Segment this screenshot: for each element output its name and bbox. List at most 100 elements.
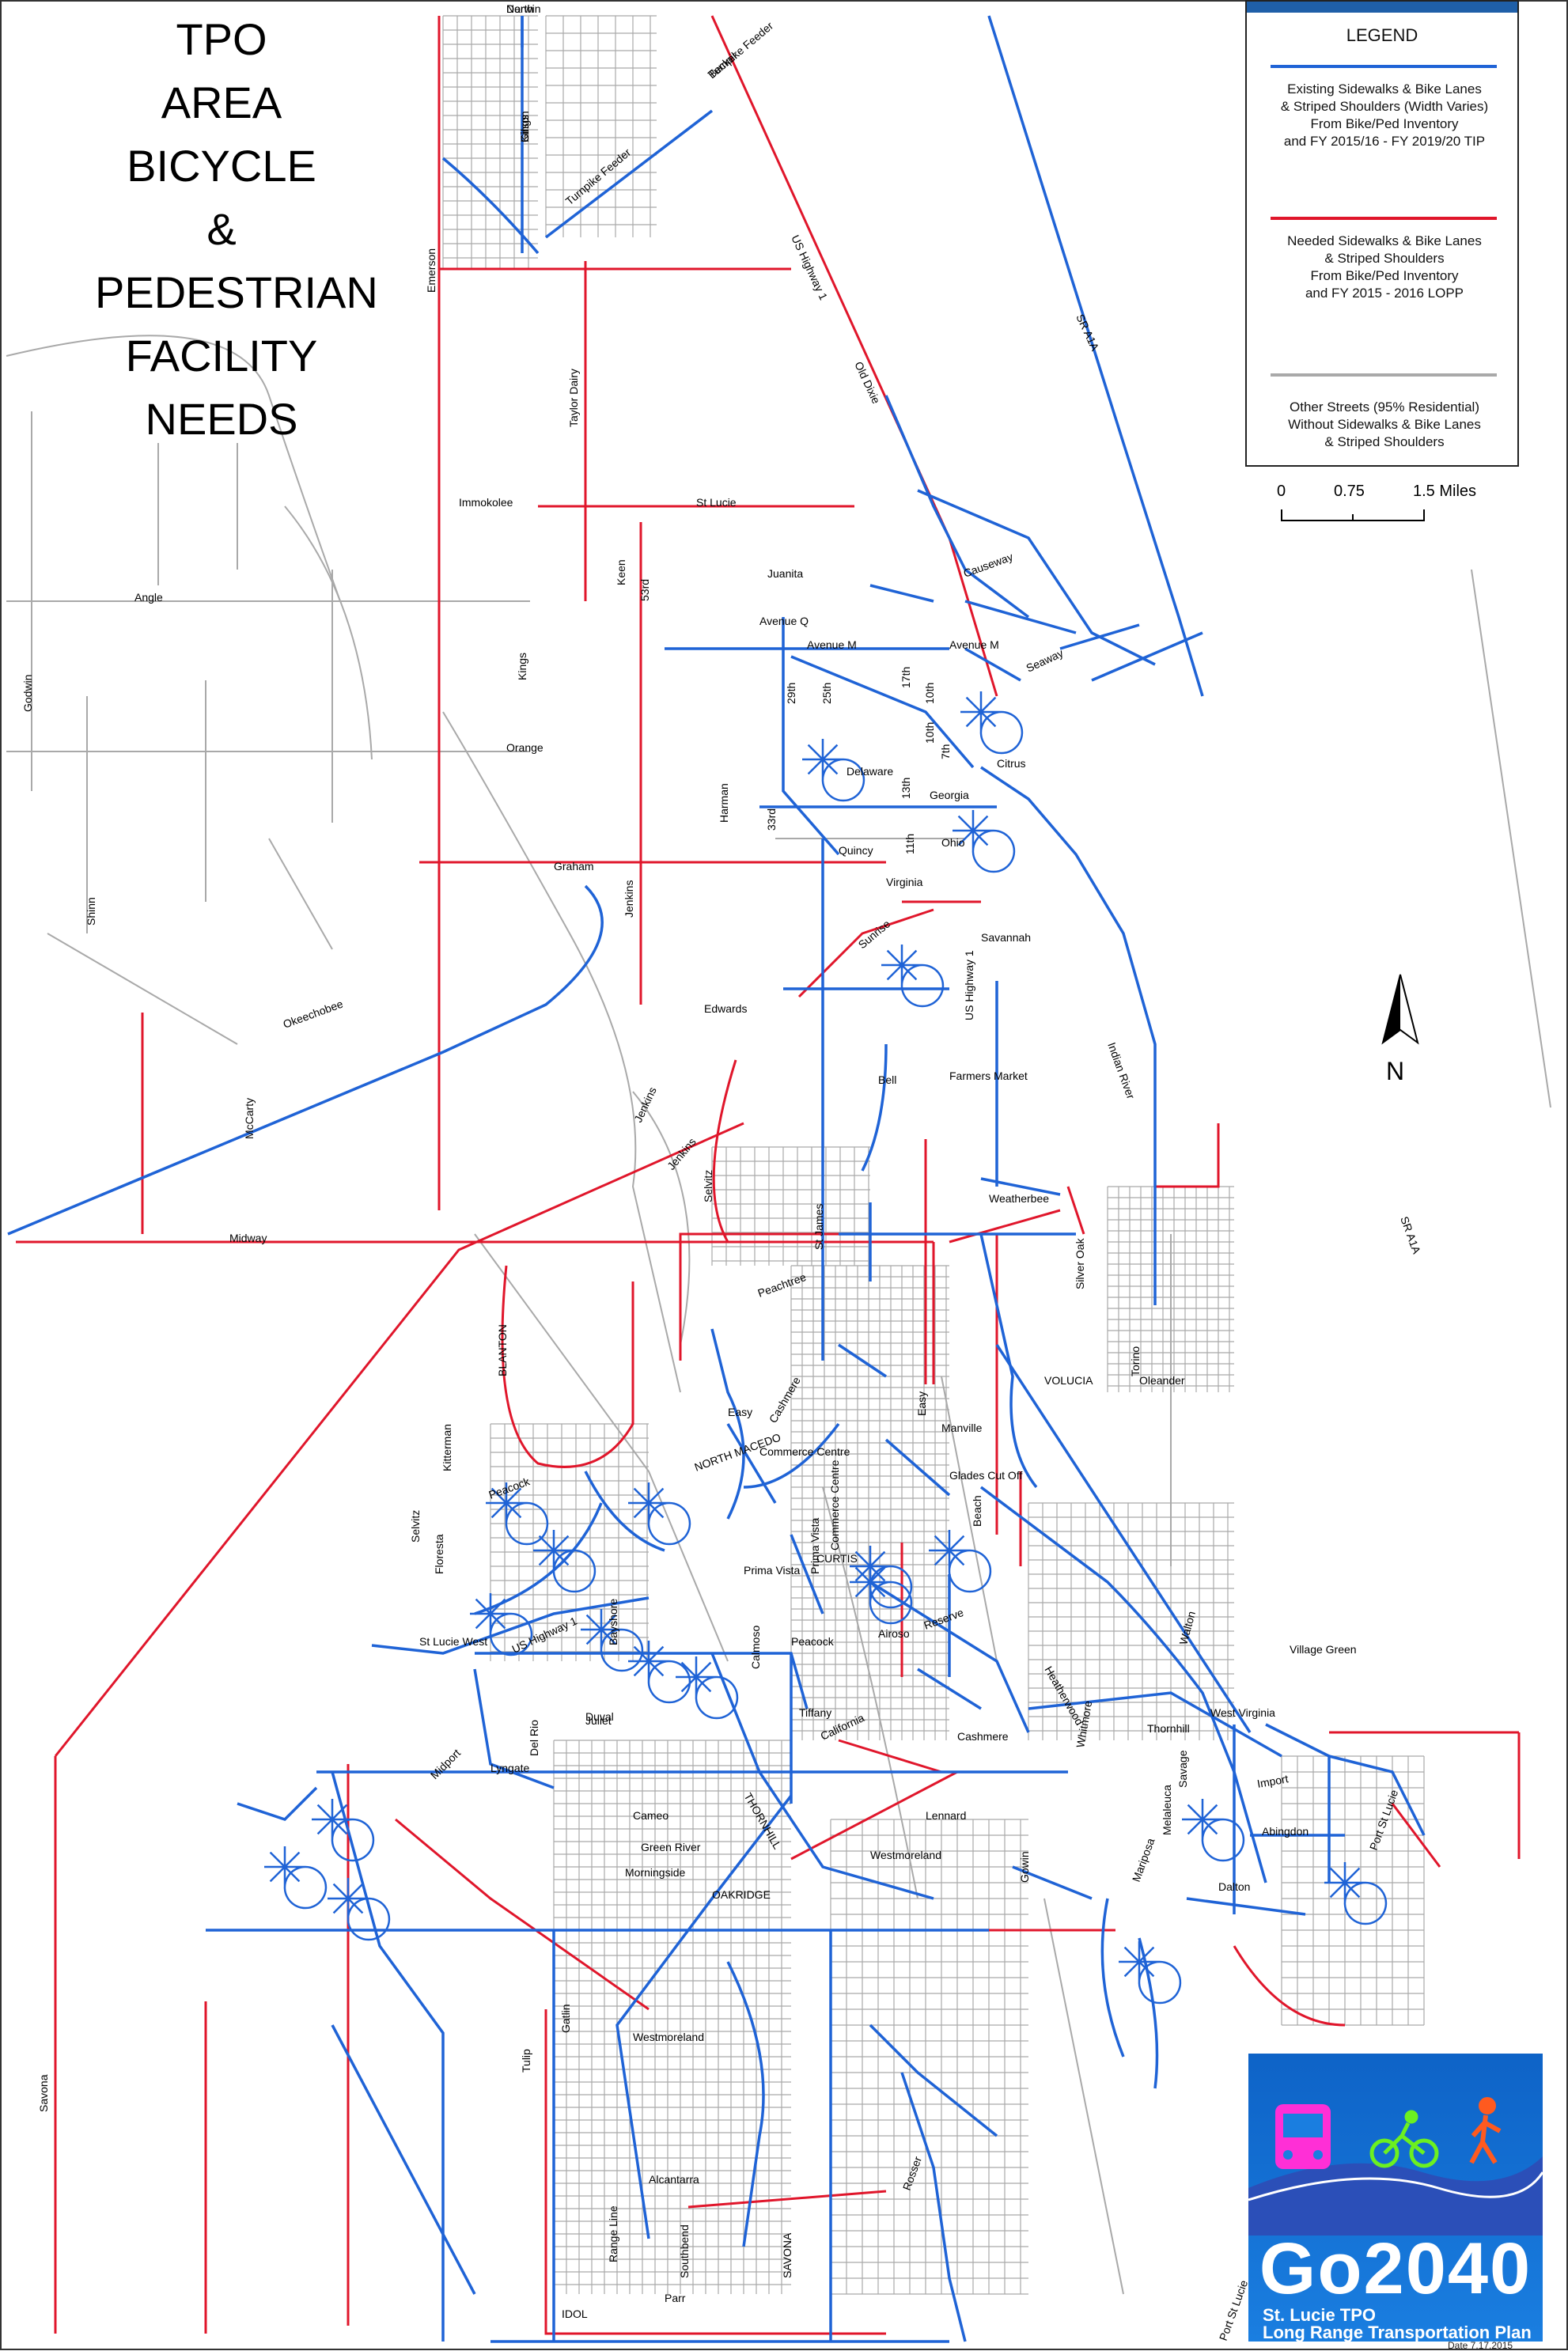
street-label: US Highway 1: [789, 233, 830, 302]
street-label: Tiffany: [799, 1706, 831, 1719]
existing-facility-route: [726, 1423, 777, 1504]
street-label: Seaway: [1025, 646, 1066, 675]
existing-facility-route: [1328, 1755, 1426, 1836]
street-label: Okeechobee: [282, 998, 345, 1031]
neighborhood-cluster: [1119, 1941, 1182, 2005]
street-label: Angle: [134, 591, 163, 604]
existing-facility-route: [7, 884, 604, 1236]
existing-facility-route: [995, 1344, 1252, 1733]
needed-facility-route: [838, 1739, 942, 1774]
street-label: Glades Cut Off: [949, 1469, 1022, 1482]
street-label: Easy: [728, 1406, 752, 1418]
existing-facility-route: [979, 1486, 1267, 1883]
existing-facility-route: [980, 1177, 1061, 1196]
street-label: Walton: [1176, 1610, 1198, 1646]
street-label: West Virginia: [1210, 1706, 1275, 1719]
street-label: Silver Oak: [1074, 1237, 1086, 1289]
neighborhood-cluster: [328, 1878, 391, 1941]
street-label: Keen: [615, 559, 627, 585]
needed-facilities-layer: [16, 15, 1521, 2335]
street-label: Georgia: [930, 789, 969, 801]
neighborhood-cluster: [1182, 1799, 1245, 1862]
other-street: [1471, 569, 1551, 1108]
north-label: N: [1386, 1057, 1405, 1085]
legend-title: LEGEND: [1346, 25, 1418, 45]
street-label: Shinn: [85, 897, 97, 926]
needed-facility-route: [797, 908, 934, 998]
street-label: Savannah: [981, 931, 1031, 944]
existing-facility-route: [1138, 1937, 1159, 2089]
existing-facility-route: [584, 1471, 665, 1552]
existing-facility-route: [331, 2024, 476, 2295]
street-label: Gowin: [1018, 1851, 1031, 1883]
logo-graphic: [1248, 2097, 1543, 2236]
existing-facility-route: [964, 600, 1077, 634]
existing-facility-route: [790, 1534, 824, 1615]
neighborhood-cluster: [533, 1530, 597, 1593]
existing-facility-route: [743, 1422, 840, 1489]
street-label: Bell: [878, 1073, 896, 1086]
street-label: Cashmere: [957, 1730, 1009, 1743]
existing-facility-route: [917, 489, 1156, 666]
other-street: [822, 1486, 918, 1899]
other-street: [474, 1233, 729, 1662]
other-street: [284, 505, 373, 760]
street-label: Torino: [1129, 1346, 1142, 1376]
map-date: Date 7.17.2015: [1448, 2340, 1513, 2351]
logo-title: Go2040: [1259, 2228, 1532, 2309]
street-label: VOLUCIA: [1044, 1374, 1093, 1387]
existing-facility-route: [790, 655, 975, 769]
existing-facility-route: [1028, 1691, 1282, 1758]
legend-other-text: Other Streets (95% Residential) Without …: [1258, 399, 1511, 451]
cyclist-icon: [1369, 2110, 1439, 2168]
street-label: Dalton: [1218, 1880, 1250, 1893]
existing-facility-route: [869, 2024, 998, 2137]
legend-text-line: & Striped Shoulders: [1324, 251, 1445, 266]
neighborhood-cluster: [802, 739, 865, 802]
street-label: Rosser: [900, 2155, 924, 2192]
existing-facility-route: [544, 109, 714, 239]
street-label: Westmoreland: [870, 1849, 941, 1861]
street-label: Parr: [665, 2292, 686, 2304]
neighborhood-cluster: [881, 945, 945, 1008]
neighborhood-cluster: [470, 1593, 533, 1656]
needed-facility-route: [1155, 1123, 1220, 1188]
logo-plan: Long Range Transportation Plan: [1263, 2323, 1532, 2342]
pedestrian-icon: [1469, 2097, 1502, 2164]
existing-facility-route: [900, 2072, 967, 2342]
street-label: Midport: [428, 1747, 463, 1781]
street-label: Savona: [37, 2074, 50, 2112]
street-label: Prima Vista: [744, 1564, 801, 1577]
existing-facility-route: [869, 1581, 1030, 1733]
existing-facility-route: [371, 1596, 650, 1655]
street-label: 33rd: [765, 808, 778, 831]
street-label: Peachtree: [756, 1270, 809, 1300]
street-label: Taylor Dairy: [567, 369, 580, 427]
title-line: FACILITY: [125, 331, 318, 380]
other-streets-layer: [6, 15, 1551, 2295]
street-label: 13th: [900, 778, 912, 799]
existing-facility-route: [473, 1668, 555, 1789]
scale-bar: 0 0.75 1.5 Miles: [1258, 483, 1476, 530]
existing-facility-route: [979, 1233, 1038, 1489]
neighborhood-cluster: [929, 1530, 992, 1593]
title-line: NEEDS: [145, 394, 298, 444]
street-label: Manville: [941, 1422, 983, 1434]
residential-street-grid: [1028, 1502, 1234, 1740]
needed-facility-route: [790, 1770, 958, 1861]
legend-needed-text: Needed Sidewalks & Bike Lanes & Striped …: [1258, 233, 1511, 302]
other-street: [268, 838, 333, 950]
street-label: Cashmere: [767, 1374, 803, 1425]
street-label: Farmers Market: [949, 1069, 1028, 1082]
scale-label-0: 0: [1277, 483, 1286, 500]
neighborhood-cluster: [628, 1482, 691, 1546]
street-label: Thornhill: [1147, 1722, 1190, 1735]
neighborhood-cluster: [676, 1656, 739, 1720]
other-street: [1043, 1898, 1124, 2295]
legend-text-line: and FY 2015 - 2016 LOPP: [1305, 286, 1464, 301]
other-street: [632, 1091, 691, 1346]
street-label: Savage: [1176, 1750, 1189, 1788]
legend-text-line: Without Sidewalks & Bike Lanes: [1288, 417, 1481, 432]
north-arrow-icon: [1381, 974, 1419, 1045]
